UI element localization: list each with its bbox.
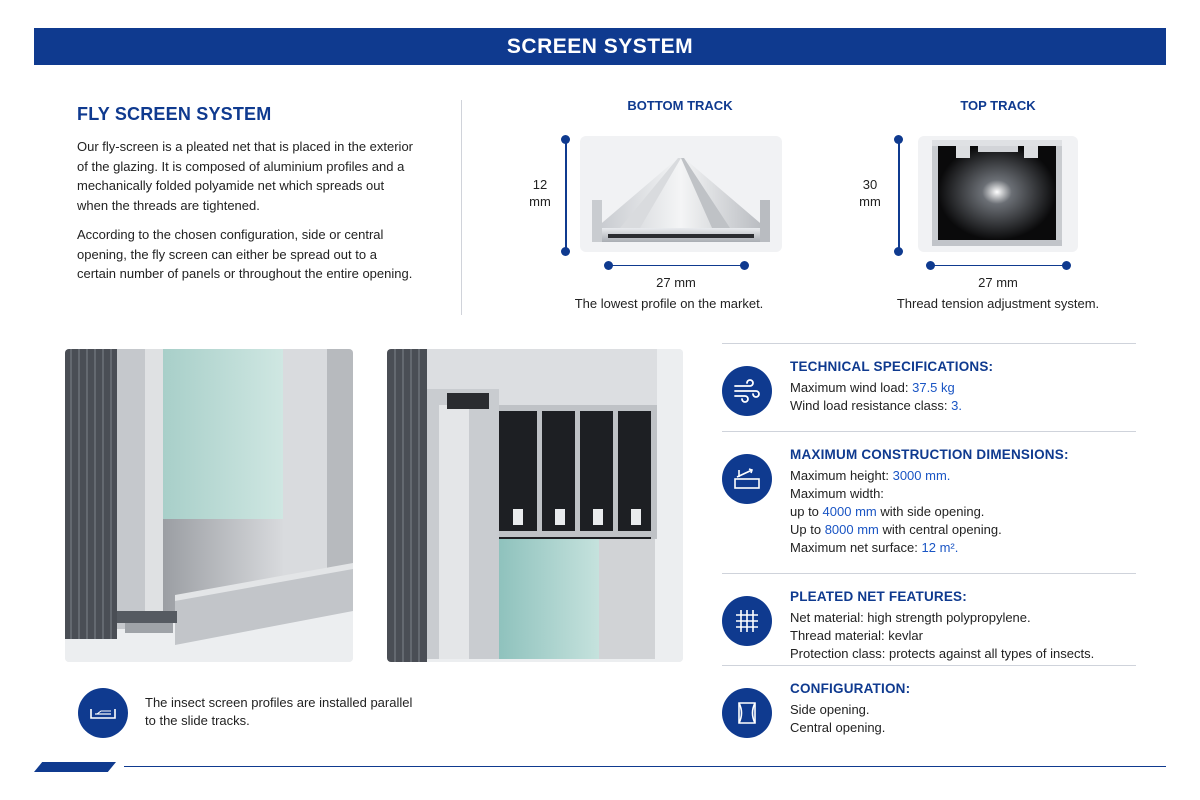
spec-line: Protection class: protects against all t… [790, 646, 1095, 661]
spec-title: TECHNICAL SPECIFICATIONS: [790, 359, 994, 374]
spec-configuration: CONFIGURATION: Side opening. Central ope… [722, 665, 1136, 745]
intro-paragraph-1: Our fly-screen is a pleated net that is … [77, 139, 414, 213]
spec-line: Thread material: kevlar [790, 628, 923, 643]
installation-note: The insect screen profiles are installed… [78, 688, 415, 738]
width-label: 27 mm [656, 275, 696, 290]
vertical-divider [461, 100, 462, 315]
footer-rule [124, 766, 1166, 767]
spec-title: PLEATED NET FEATURES: [790, 589, 967, 604]
profile-cross-section-photo [387, 349, 683, 662]
spec-technical: TECHNICAL SPECIFICATIONS: Maximum wind l… [722, 343, 1136, 431]
spec-line: Up to 8000 mm with central opening. [790, 522, 1002, 537]
top-track-caption: Thread tension adjustment system. [896, 296, 1100, 311]
top-track-profile-graphic [932, 140, 1062, 246]
bottom-track-title: BOTTOM TRACK [627, 98, 733, 113]
net-grid-icon [722, 596, 772, 646]
footer-accent [34, 762, 116, 772]
dimension-dot [894, 135, 903, 144]
spec-line: Maximum width: [790, 486, 884, 501]
height-dimension-line [898, 140, 900, 252]
dimension-dot [1062, 261, 1071, 270]
spec-line: Maximum height: 3000 mm. [790, 468, 951, 483]
spec-net-features: PLEATED NET FEATURES: Net material: high… [722, 573, 1136, 665]
header-band: SCREEN SYSTEM [34, 28, 1166, 65]
top-track-image [918, 136, 1078, 252]
fly-screen-corner-graphic [65, 349, 353, 662]
spec-title: CONFIGURATION: [790, 681, 911, 696]
spec-line: Central opening. [790, 720, 886, 735]
profile-track-icon [78, 688, 128, 738]
spec-dimensions: MAXIMUM CONSTRUCTION DIMENSIONS: Maximum… [722, 431, 1136, 573]
spec-line: Maximum wind load: 37.5 kg [790, 380, 955, 395]
installation-note-text: The insect screen profiles are installed… [145, 695, 413, 728]
intro-paragraph-2: According to the chosen configuration, s… [77, 227, 413, 281]
section-title: FLY SCREEN SYSTEM [77, 104, 272, 124]
wind-icon [722, 366, 772, 416]
configuration-icon [722, 688, 772, 738]
dimensions-icon [722, 454, 772, 504]
profile-cross-section-graphic [387, 349, 683, 662]
dimension-dot [604, 261, 613, 270]
page-title: SCREEN SYSTEM [506, 34, 694, 58]
spec-title: MAXIMUM CONSTRUCTION DIMENSIONS: [790, 447, 1069, 462]
dimension-dot [561, 135, 570, 144]
dimension-dot [926, 261, 935, 270]
bottom-track-caption: The lowest profile on the market. [574, 296, 764, 311]
bottom-track-profile-graphic [592, 158, 770, 242]
width-label: 27 mm [978, 275, 1018, 290]
dimension-dot [894, 247, 903, 256]
width-dimension-line [930, 265, 1066, 266]
spec-line: up to 4000 mm with side opening. [790, 504, 985, 519]
spec-line: Net material: high strength polypropylen… [790, 610, 1031, 625]
width-dimension-line [608, 265, 744, 266]
spec-line: Side opening. [790, 702, 870, 717]
spec-line: Maximum net surface: 12 m². [790, 540, 959, 555]
bottom-track-image [580, 136, 782, 252]
dimension-dot [561, 247, 570, 256]
top-track-title: TOP TRACK [960, 98, 1036, 113]
specifications-panel: TECHNICAL SPECIFICATIONS: Maximum wind l… [722, 343, 1136, 745]
intro-section: FLY SCREEN SYSTEM Our fly-screen is a pl… [77, 104, 417, 294]
height-dimension-line [565, 140, 567, 252]
spec-line: Wind load resistance class: 3. [790, 398, 962, 413]
fly-screen-corner-photo [65, 349, 353, 662]
dimension-dot [740, 261, 749, 270]
